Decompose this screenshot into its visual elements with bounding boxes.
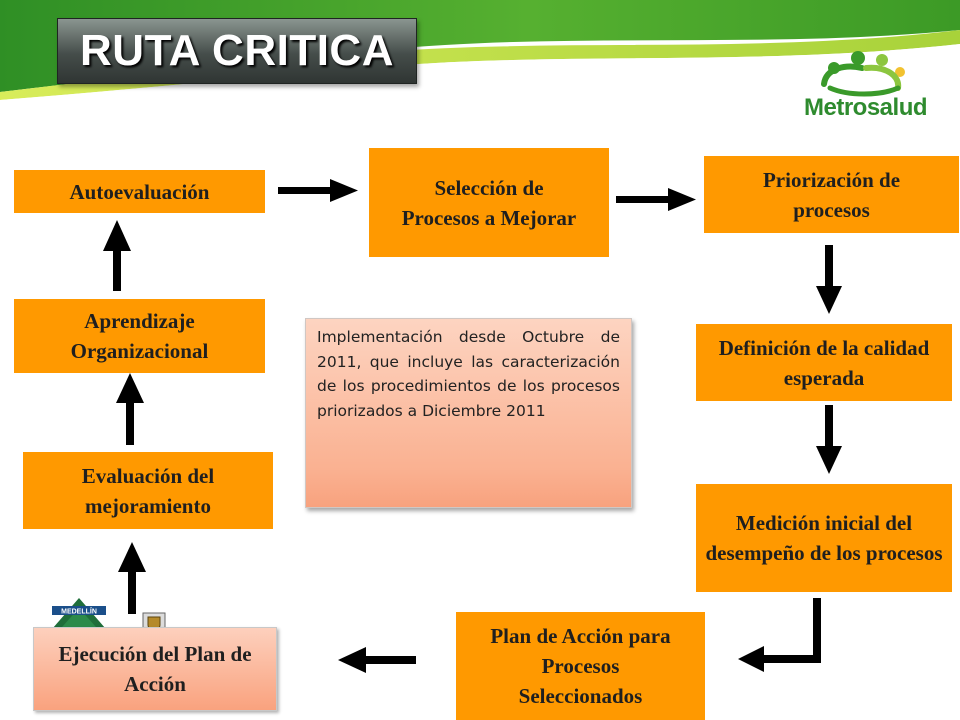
- box-plan-accion: Plan de Acción para Procesos Seleccionad…: [456, 612, 705, 720]
- title-box: RUTA CRITICA: [57, 18, 417, 84]
- box-ejecucion-plan: Ejecución del Plan de Acción: [33, 627, 277, 711]
- arrow-right-2: [616, 188, 696, 211]
- arrow-down-2: [816, 405, 842, 474]
- page-title: RUTA CRITICA: [80, 26, 394, 75]
- box-evaluacion-mejoramiento: Evaluación del mejoramiento: [23, 452, 273, 529]
- box-autoevaluacion: Autoevaluación: [14, 170, 265, 213]
- arrow-elbow: [738, 598, 821, 672]
- arrow-up-1: [118, 542, 146, 614]
- arrow-left-1: [338, 647, 416, 673]
- box-aprendizaje-organizacional: Aprendizaje Organizacional: [14, 299, 265, 373]
- box-medicion-inicial: Medición inicial del desempeño de los pr…: [696, 484, 952, 592]
- arrow-down-1: [816, 245, 842, 314]
- arrow-up-3: [103, 220, 131, 291]
- arrow-right-1: [278, 179, 358, 202]
- box-definicion-calidad: Definición de la calidad esperada: [696, 324, 952, 401]
- implementation-note: Implementación desde Octubre de 2011, qu…: [305, 318, 632, 508]
- arrow-up-2: [116, 373, 144, 445]
- metrosalud-logo-text: Metrosalud: [804, 94, 928, 121]
- metrosalud-people-circle-icon: [821, 51, 905, 97]
- medellin-badge-text: MEDELLÍN: [61, 607, 97, 616]
- box-seleccion-procesos: Selección de Procesos a Mejorar: [369, 148, 609, 257]
- box-priorizacion: Priorización de procesos: [704, 156, 959, 233]
